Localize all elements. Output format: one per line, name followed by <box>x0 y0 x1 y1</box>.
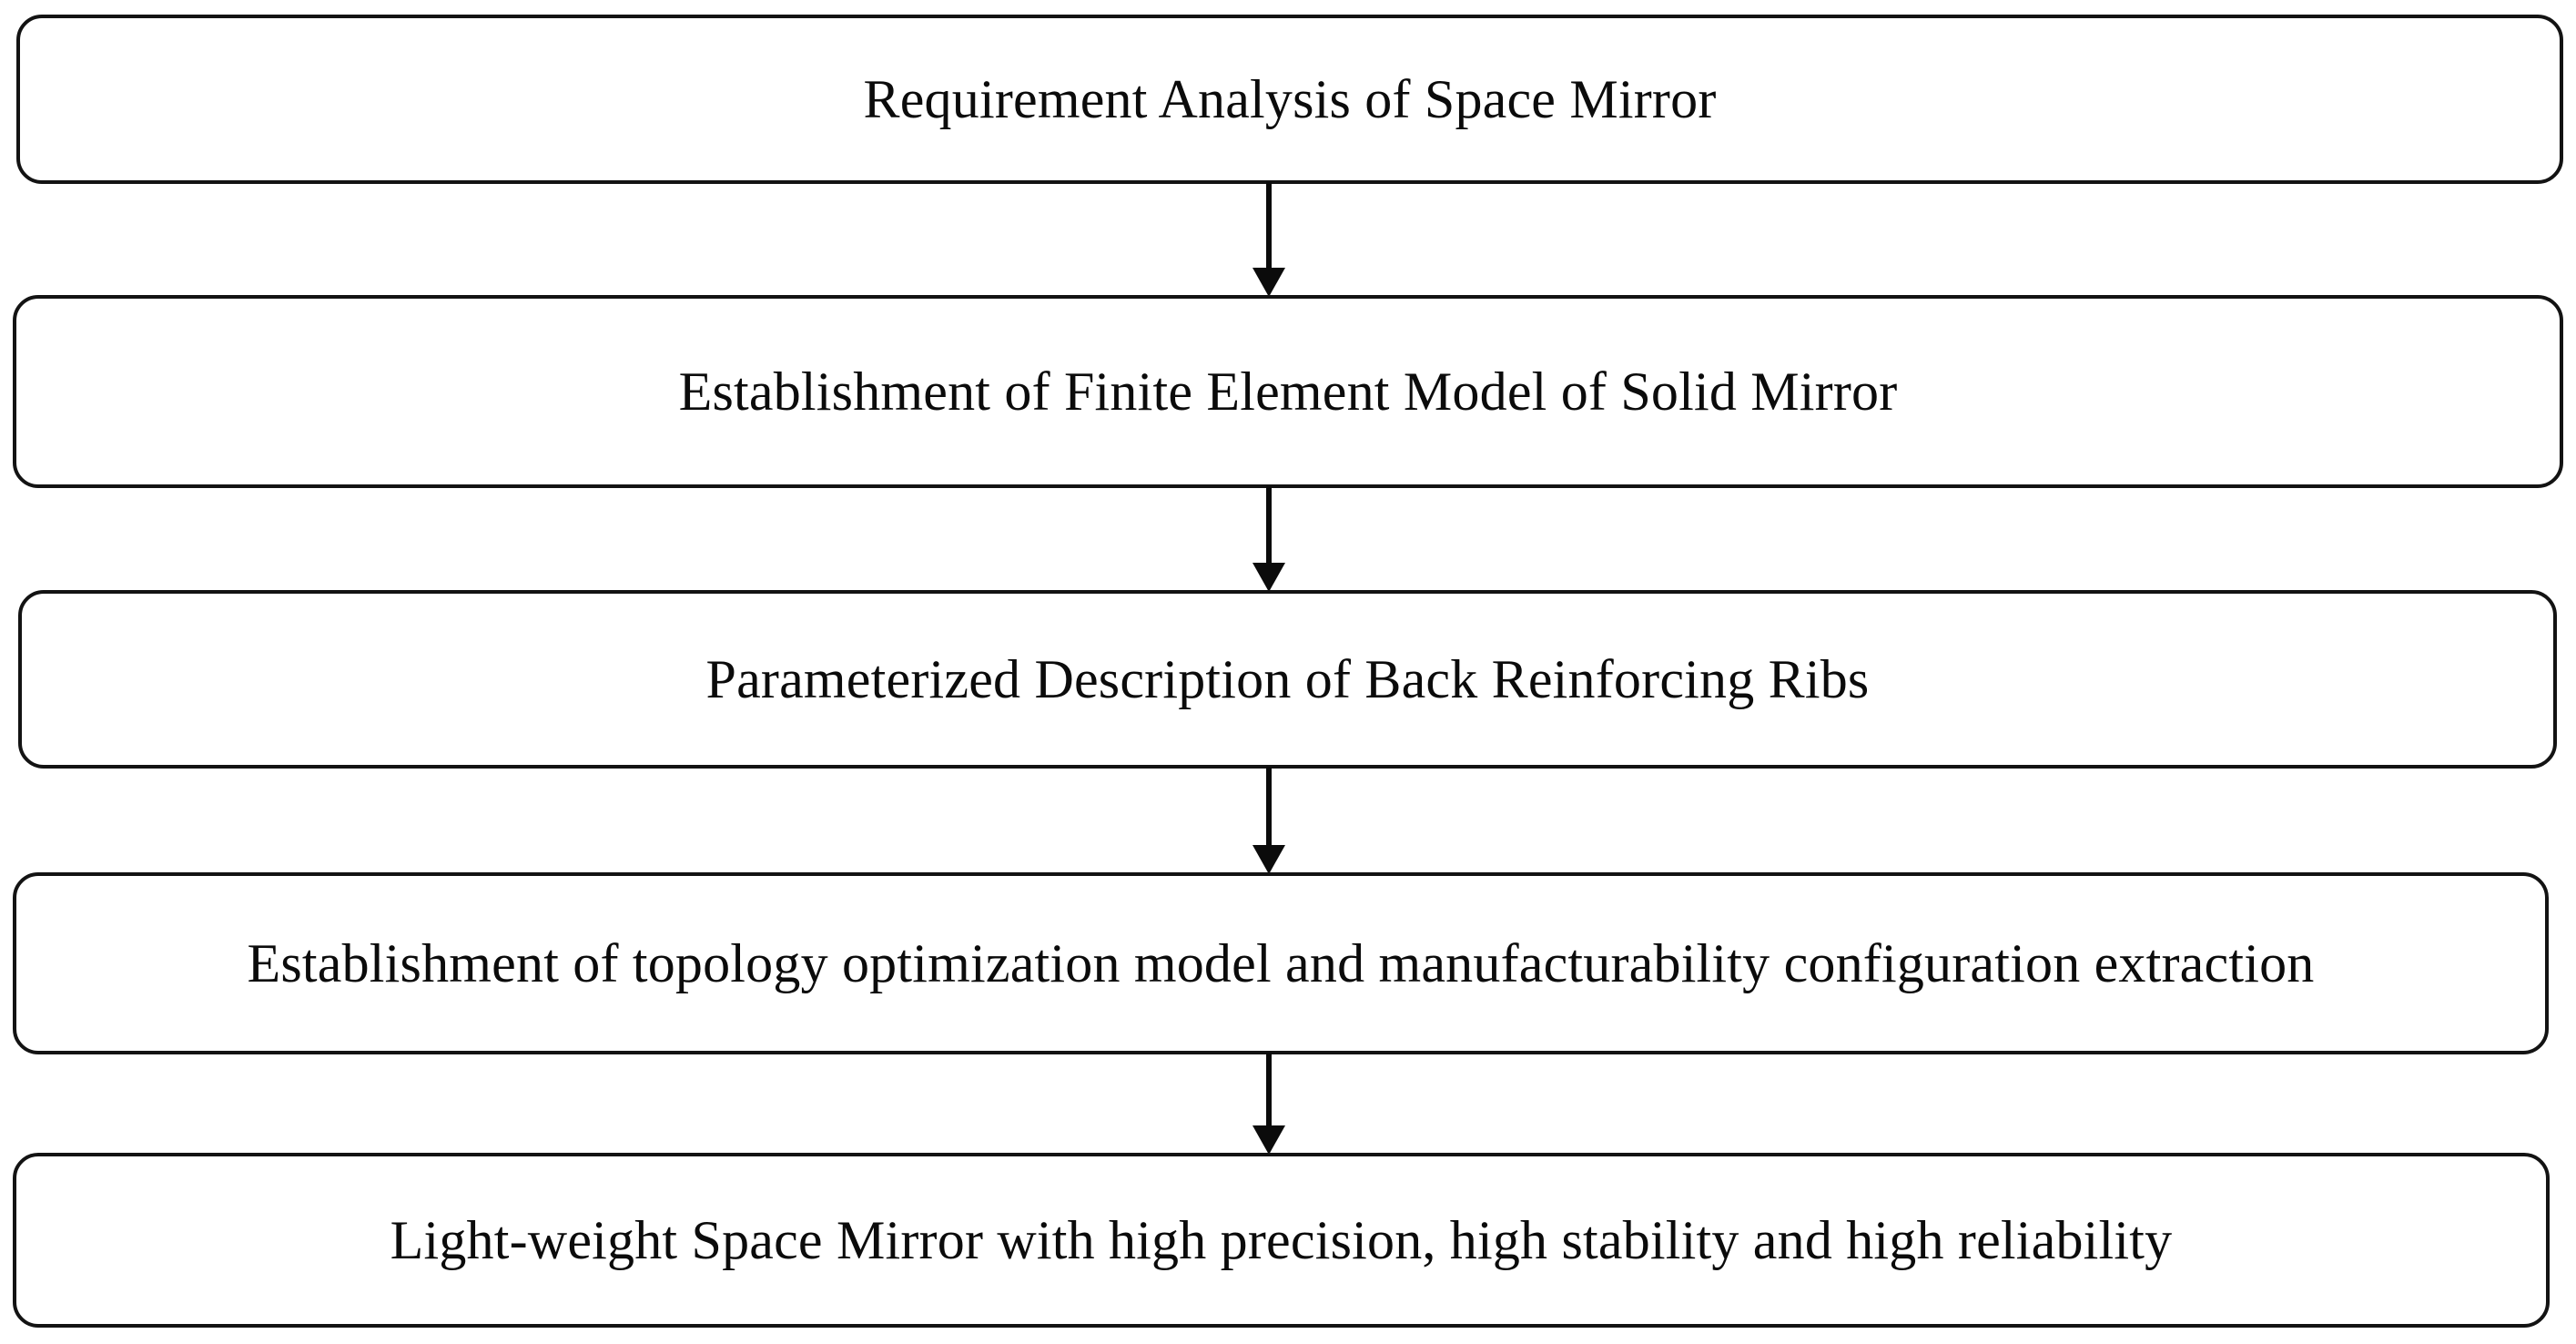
flow-node-label: Requirement Analysis of Space Mirror <box>863 68 1717 129</box>
connector-arrow-down-2 <box>1253 486 1285 592</box>
flow-node-label: Light-weight Space Mirror with high prec… <box>390 1209 2173 1270</box>
arrow-head-icon <box>1253 1125 1285 1155</box>
arrow-shaft <box>1266 767 1272 847</box>
flow-node-label: Establishment of topology optimization m… <box>247 932 2315 993</box>
arrow-shaft <box>1266 1053 1272 1127</box>
arrow-head-icon <box>1253 268 1285 297</box>
flow-node-light-weight-space-mirror[interactable]: Light-weight Space Mirror with high prec… <box>13 1153 2550 1328</box>
flow-node-label: Parameterized Description of Back Reinfo… <box>705 648 1870 709</box>
flow-node-requirement-analysis[interactable]: Requirement Analysis of Space Mirror <box>16 15 2563 184</box>
arrow-shaft <box>1266 486 1272 565</box>
arrow-head-icon <box>1253 845 1285 874</box>
connector-arrow-down-4 <box>1253 1053 1285 1155</box>
arrow-shaft <box>1266 182 1272 270</box>
flow-node-label: Establishment of Finite Element Model of… <box>678 361 1898 422</box>
flow-node-parameterized-description[interactable]: Parameterized Description of Back Reinfo… <box>18 590 2557 769</box>
connector-arrow-down-3 <box>1253 767 1285 874</box>
arrow-head-icon <box>1253 563 1285 592</box>
flow-node-topology-optimization[interactable]: Establishment of topology optimization m… <box>13 872 2549 1054</box>
flow-node-finite-element-model[interactable]: Establishment of Finite Element Model of… <box>13 295 2563 488</box>
connector-arrow-down-1 <box>1253 182 1285 297</box>
